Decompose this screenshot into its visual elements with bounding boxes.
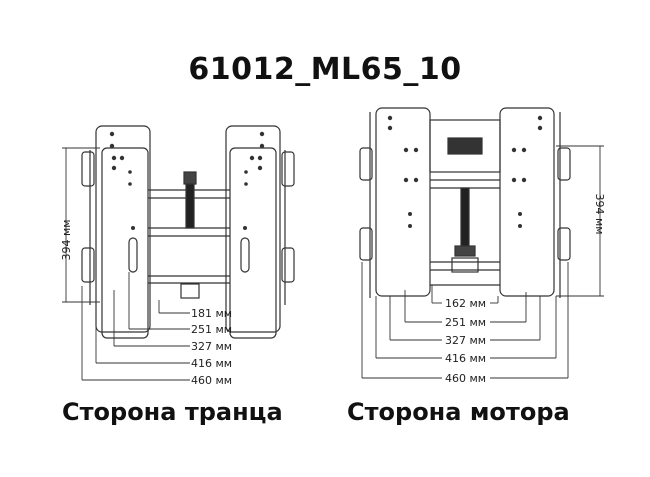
right-width-dimensions [361,262,569,379]
right-width-label: 251 мм [445,316,486,329]
motor-side-caption: Сторона мотора [347,398,570,426]
left-width-label: 327 мм [191,340,232,353]
adjust-slot [240,237,250,273]
right-width-label: 460 мм [445,372,486,385]
left-bracket-view [62,125,295,381]
right-outer-plate [225,125,281,333]
left-plate [375,107,431,297]
right-height-label: 394 мм [593,193,606,234]
right-plate [499,107,555,297]
mount-bolt [557,147,571,181]
left-width-dimensions [81,272,190,381]
right-width-label: 162 мм [445,297,486,310]
screw-nut [183,171,197,185]
left-inner-plate [101,147,149,339]
right-bracket-view [359,107,604,379]
left-width-label: 181 мм [191,307,232,320]
screw-base [451,257,479,273]
adjust-screw [185,183,195,229]
left-height-label: 394 мм [60,219,73,260]
screw-base [180,283,200,299]
mount-bolt [81,151,95,187]
adjust-slot [128,237,138,273]
left-width-label: 251 мм [191,323,232,336]
left-outer-plate [95,125,151,333]
screw-nut [454,245,476,257]
mount-bolt [281,247,295,283]
mount-bolt [557,227,571,261]
left-width-label: 460 мм [191,374,232,387]
top-bracket [447,137,483,155]
right-width-label: 416 мм [445,352,486,365]
left-width-label: 416 мм [191,357,232,370]
mount-bolt [281,151,295,187]
mount-bolt [359,147,373,181]
right-inner-plate [229,147,277,339]
diagram-title: 61012_ML65_10 [188,52,462,87]
mount-bolt [359,227,373,261]
mount-bolt [81,247,95,283]
top-block [429,119,501,173]
right-width-label: 327 мм [445,334,486,347]
transom-side-caption: Сторона транца [62,398,283,426]
adjust-screw [460,187,470,247]
